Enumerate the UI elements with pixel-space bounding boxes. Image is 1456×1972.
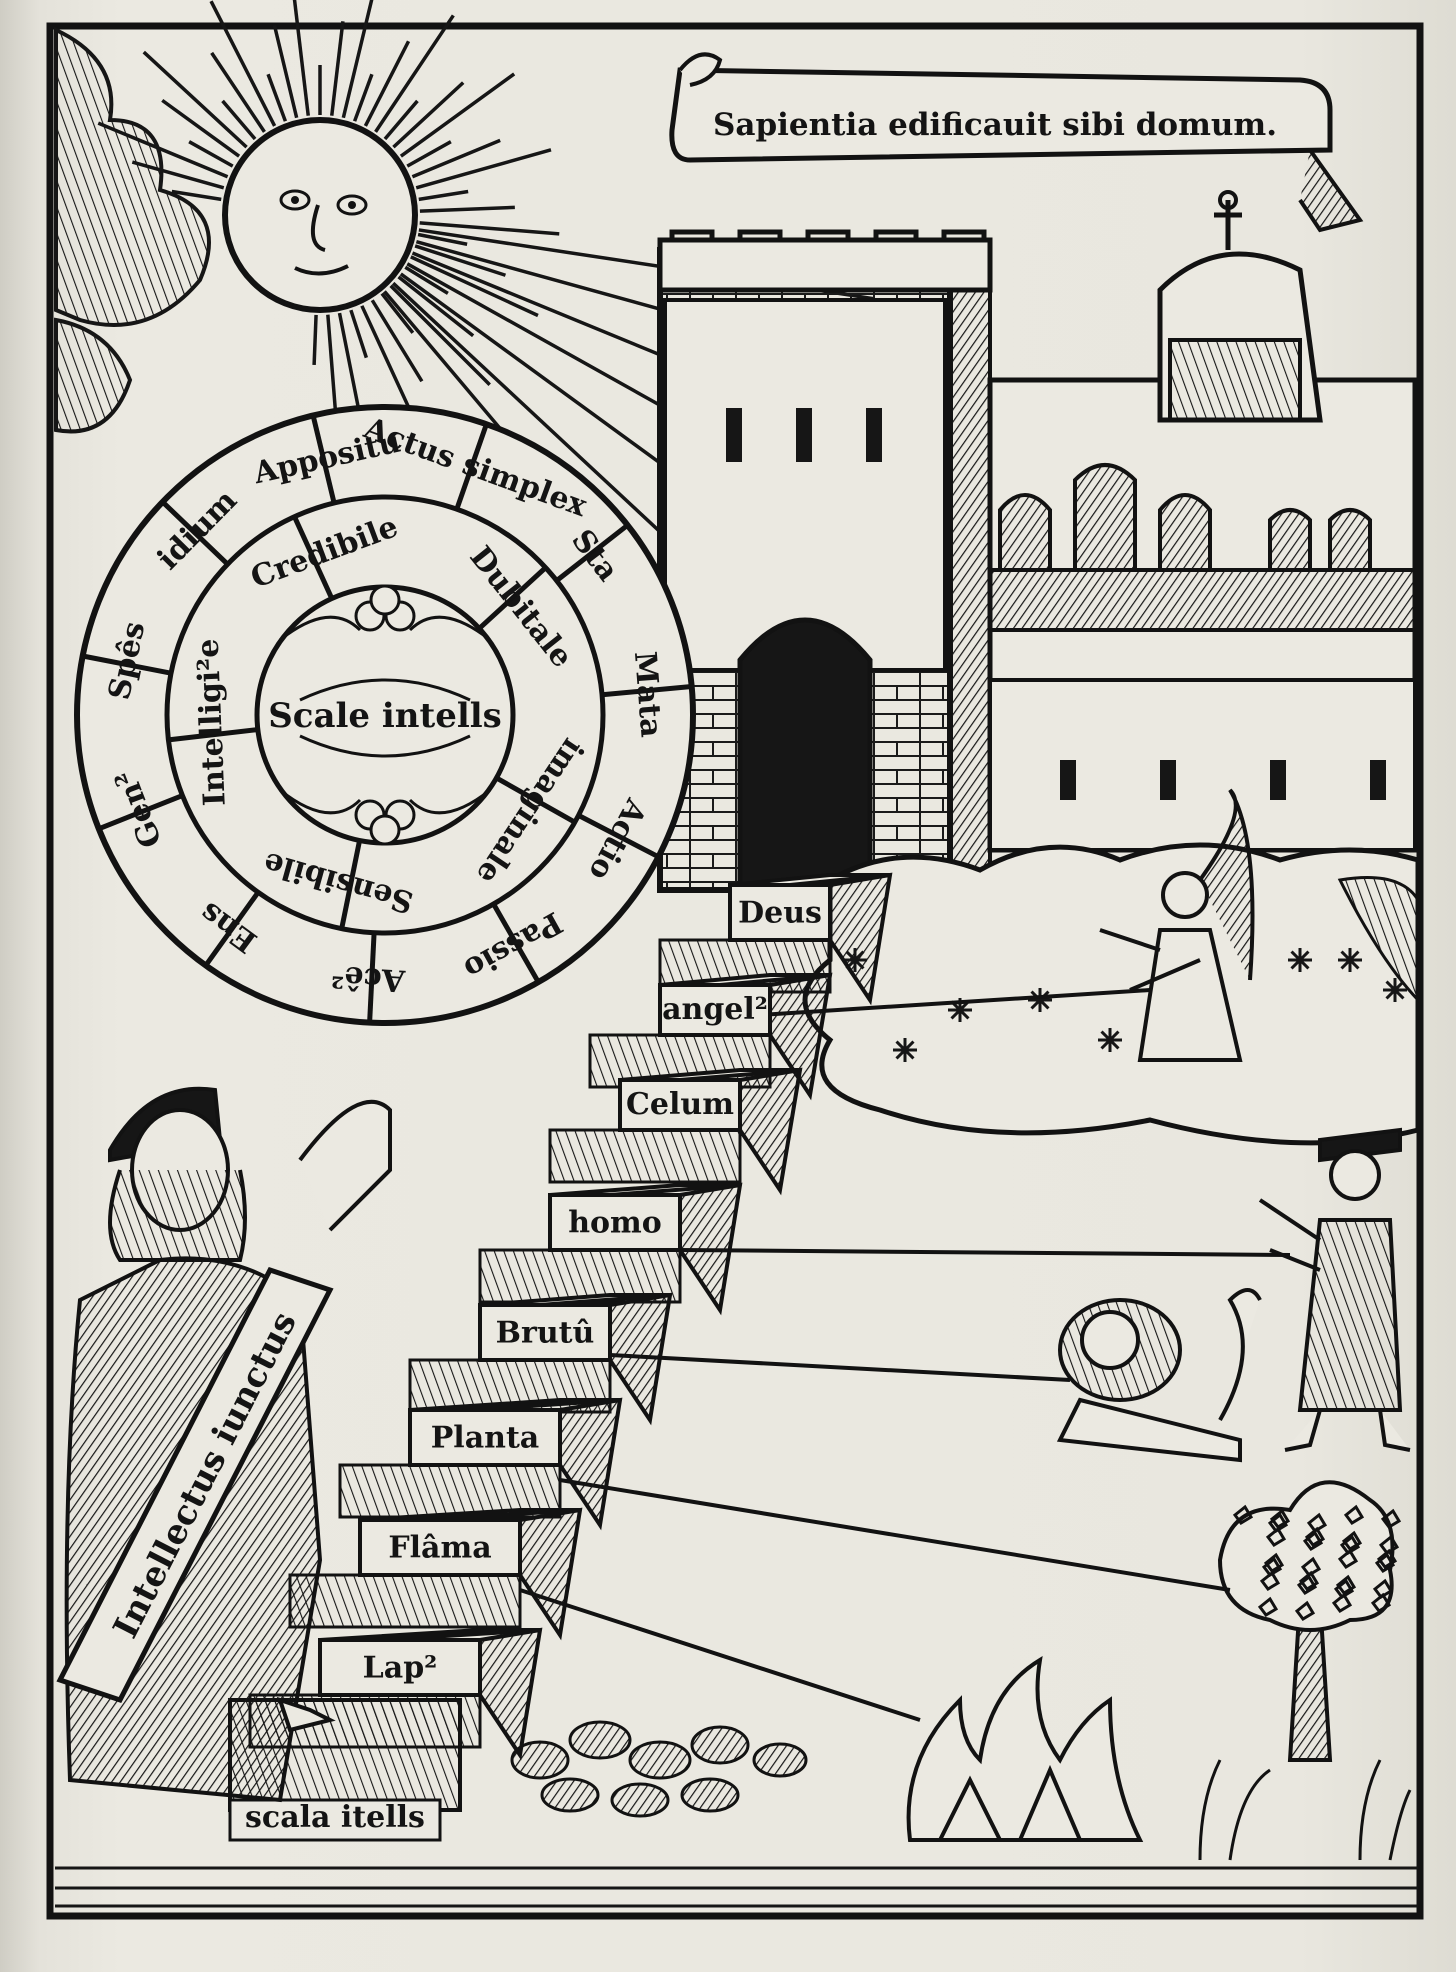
angel: [1099, 788, 1255, 1062]
creation-rays: [519, 988, 1291, 1722]
stair-step-label: homo: [568, 1205, 662, 1240]
tower: [657, 229, 993, 893]
stair-step-label: Deus: [738, 895, 822, 930]
cloud-top-left: [54, 26, 211, 434]
stair-step-label: Planta: [431, 1420, 540, 1455]
stair-step-label: Flâma: [388, 1530, 491, 1565]
stair-step-label: Lap²: [363, 1650, 438, 1685]
fire: [906, 1656, 1144, 1842]
stair-step: Flâma: [288, 1507, 583, 1641]
wheel-outer-label: Mata: [627, 650, 669, 738]
tree: [1217, 1480, 1402, 1762]
star-icon: [1288, 948, 1312, 972]
wheel-inner-label: Intelligi²e: [191, 638, 233, 807]
wheel-diagram: Scale intells Actus simplexStaMataActioP…: [74, 404, 696, 1026]
base-label: scala itells: [245, 1800, 425, 1835]
wheel-center-label: Scale intells: [268, 696, 502, 736]
stair-step: Celum: [548, 1067, 803, 1196]
star-icon: [1028, 988, 1052, 1012]
stair-step: Brutû: [408, 1292, 673, 1426]
wheel-center: Scale intells: [268, 584, 502, 846]
stair-step-label: angel²: [662, 992, 768, 1027]
stair-step-label: Brutû: [496, 1315, 595, 1350]
stair-step: Planta: [338, 1397, 623, 1531]
star-icon: [1098, 1028, 1122, 1052]
ground-plants: [1198, 1759, 1412, 1861]
star-icon: [1383, 978, 1407, 1002]
stair-step: homo: [478, 1182, 743, 1316]
stair-step-label: Celum: [626, 1087, 734, 1122]
motto-text: Sapientia edificauit sibi domum.: [713, 107, 1277, 143]
man-right: [1258, 1127, 1411, 1452]
wheel-outer-label: Acê²: [330, 958, 407, 998]
star-icon: [893, 1038, 917, 1062]
star-icon: [1338, 948, 1362, 972]
stair-base-plate: [228, 1798, 442, 1842]
motto-banner: Sapientia edificauit sibi domum.: [669, 52, 1364, 233]
stair-base-label: scala itells: [245, 1800, 425, 1835]
castle: [987, 190, 1418, 853]
ground-lines: [55, 1866, 1418, 1908]
stones: [510, 1720, 808, 1818]
lion: [1056, 1288, 1262, 1463]
